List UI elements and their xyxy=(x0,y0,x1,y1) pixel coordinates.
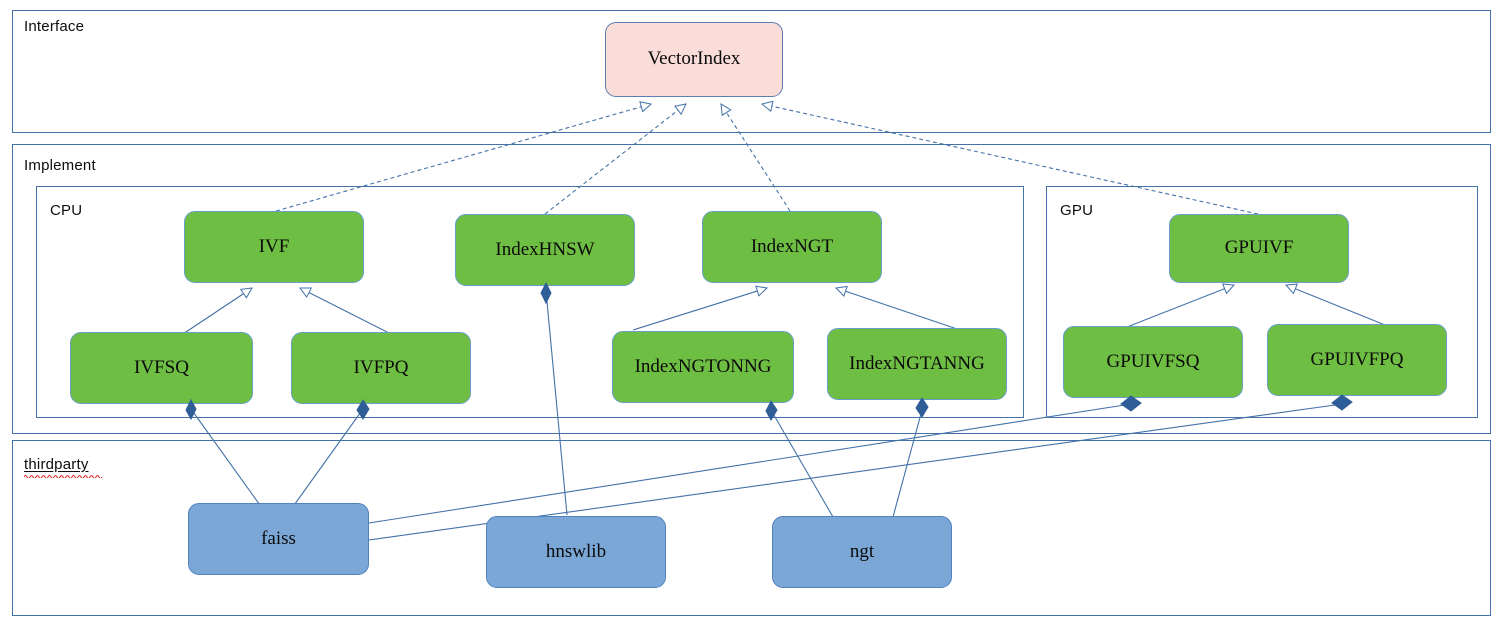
node-indexngtonng[interactable]: IndexNGTONNG xyxy=(612,331,794,403)
node-ivfsq[interactable]: IVFSQ xyxy=(70,332,253,404)
group-cpu-label: CPU xyxy=(50,202,83,219)
node-ngt[interactable]: ngt xyxy=(772,516,952,588)
node-gpuivfpq[interactable]: GPUIVFPQ xyxy=(1267,324,1447,396)
group-interface-label: Interface xyxy=(24,18,85,35)
node-indexngt[interactable]: IndexNGT xyxy=(702,211,882,283)
node-vectorindex[interactable]: VectorIndex xyxy=(605,22,783,97)
group-gpu-label: GPU xyxy=(1060,202,1094,219)
node-indexngtanng[interactable]: IndexNGTANNG xyxy=(827,328,1007,400)
node-gpuivf[interactable]: GPUIVF xyxy=(1169,214,1349,283)
node-indexhnsw[interactable]: IndexHNSW xyxy=(455,214,635,286)
node-ivfpq[interactable]: IVFPQ xyxy=(291,332,471,404)
node-faiss[interactable]: faiss xyxy=(188,503,369,575)
node-ivf[interactable]: IVF xyxy=(184,211,364,283)
group-thirdparty-label: thirdparty xyxy=(24,456,89,473)
group-implement-label: Implement xyxy=(24,157,96,174)
node-gpuivfsq[interactable]: GPUIVFSQ xyxy=(1063,326,1243,398)
node-hnswlib[interactable]: hnswlib xyxy=(486,516,666,588)
